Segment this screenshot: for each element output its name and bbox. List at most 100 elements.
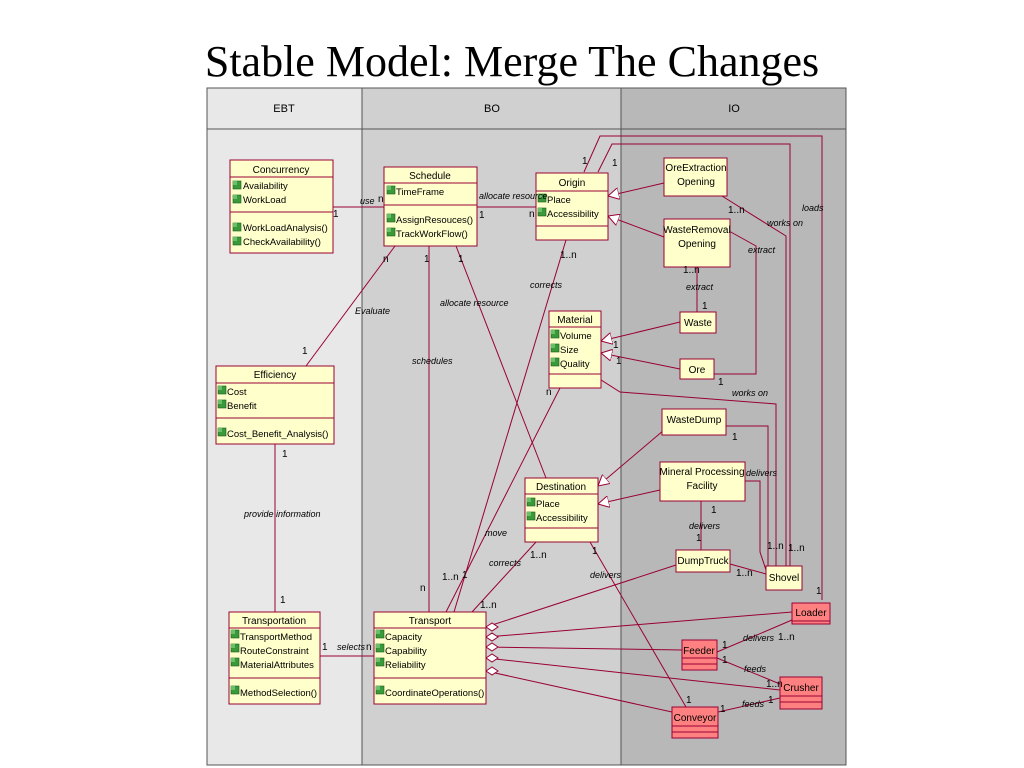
material-name: Material <box>557 315 593 326</box>
concurrency-op: WorkLoadAnalysis() <box>243 223 328 234</box>
gen-oreext-origin <box>608 182 665 196</box>
assoc-label: corrects <box>530 280 563 290</box>
class-transportation: Transportation TransportMethod RouteCons… <box>228 611 321 705</box>
multiplicity: 1 <box>282 449 288 460</box>
assoc-label: delivers <box>746 468 778 478</box>
link-transport-loader <box>485 611 793 638</box>
ore-extraction-name: Opening <box>677 177 715 188</box>
assoc-label: delivers <box>689 521 721 531</box>
class-conveyor: Conveyor <box>671 706 719 739</box>
link-transport-dumptruck <box>485 564 677 628</box>
destination-attr: Accessibility <box>536 513 588 524</box>
dump-truck-name: DumpTruck <box>677 556 729 567</box>
destination-attr: Place <box>536 499 560 510</box>
assoc-label: Evaluate <box>355 306 390 316</box>
multiplicity: 1 <box>702 301 708 312</box>
mineral-processing-name: Facility <box>686 481 717 492</box>
multiplicity: 1 <box>462 570 468 581</box>
transportation-attr: RouteConstraint <box>240 646 309 657</box>
link-dumptruck-shovel <box>729 563 767 575</box>
multiplicity: 1..n <box>778 632 795 643</box>
multiplicity: 1 <box>582 156 588 167</box>
transportation-attr: MaterialAttributes <box>240 660 314 671</box>
class-ore-extraction-opening: OreExtraction Opening <box>663 157 728 197</box>
assoc-label: extract <box>748 245 776 255</box>
class-efficiency: Efficiency Cost Benefit Cost_Benefit_Ana… <box>215 365 335 445</box>
material-attr: Quality <box>560 359 590 370</box>
assoc-label: schedules <box>412 356 453 366</box>
class-transport: Transport Capacity Capability Reliabilit… <box>373 611 487 705</box>
gen-wasteremoval-origin <box>608 216 665 238</box>
assoc-label: extract <box>686 282 714 292</box>
class-concurrency: Concurrency Availability WorkLoad WorkLo… <box>229 159 334 254</box>
multiplicity: 1 <box>686 695 692 706</box>
shovel-name: Shovel <box>769 573 800 584</box>
multiplicity: 1 <box>612 158 618 169</box>
multiplicity: 1..n <box>442 572 459 583</box>
multiplicity: 1 <box>479 210 485 221</box>
multiplicity: 1 <box>613 340 619 351</box>
assoc-label: corrects <box>489 558 522 568</box>
class-waste-removal-opening: WasteRemoval Opening <box>663 218 731 268</box>
multiplicity: 1..n <box>766 679 783 690</box>
class-material: Material Volume Size Quality <box>548 310 602 389</box>
multiplicity: n <box>383 254 389 265</box>
link-loader-feeder <box>716 619 793 653</box>
conveyor-name: Conveyor <box>674 713 717 724</box>
link-feeder-crusher <box>716 657 781 685</box>
assoc-label: works on <box>732 388 768 398</box>
efficiency-op: Cost_Benefit_Analysis() <box>227 429 328 440</box>
waste-dump-name: WasteDump <box>667 415 722 426</box>
assoc-label: selects <box>337 642 366 652</box>
multiplicity: 1 <box>592 546 598 557</box>
multiplicity: 1 <box>302 346 308 357</box>
multiplicity: 1..n <box>736 568 753 579</box>
schedule-attr: TimeFrame <box>396 187 444 198</box>
destination-name: Destination <box>536 482 586 493</box>
multiplicity: 1..n <box>683 265 700 276</box>
gen-wastedump-destination <box>598 429 665 486</box>
class-destination: Destination Place Accessibility <box>524 477 599 543</box>
multiplicity: 1 <box>711 505 717 516</box>
link-origin-shovel <box>597 143 791 566</box>
assoc-label: use <box>360 196 375 206</box>
origin-attr: Accessibility <box>547 209 599 220</box>
multiplicity: 1 <box>732 432 738 443</box>
multiplicities: 1 n 1 n 1 1 1..n 1..n n 1 1 1 1..n 1 1 1… <box>280 156 822 715</box>
assoc-label: move <box>485 528 507 538</box>
assoc-label: allocate resource <box>479 191 548 201</box>
transport-attr: Capability <box>385 646 427 657</box>
feeder-name: Feeder <box>683 646 715 657</box>
link-oreext-shovel <box>721 195 787 566</box>
concurrency-attr: WorkLoad <box>243 195 286 206</box>
efficiency-attr: Cost <box>227 387 247 398</box>
connectors <box>274 135 823 713</box>
material-attr: Volume <box>560 331 592 342</box>
link-origin-loader <box>583 135 823 600</box>
schedule-op: TrackWorkFlow() <box>396 229 468 240</box>
multiplicity: 1..n <box>560 250 577 261</box>
link-transport-feeder <box>485 646 683 651</box>
link-schedule-efficiency <box>305 245 396 367</box>
class-waste: Waste <box>679 311 717 334</box>
link-schedule-destination <box>455 245 547 479</box>
ore-extraction-name: OreExtraction <box>665 163 726 174</box>
link-wastedump-shovel <box>726 425 769 566</box>
class-mineral-processing-facility: Mineral Processing Facility <box>659 461 746 502</box>
multiplicity: 1 <box>816 586 822 597</box>
multiplicity: 1..n <box>767 541 784 552</box>
assoc-label: feeds <box>744 664 767 674</box>
origin-attr: Place <box>547 195 571 206</box>
class-loader: Loader <box>791 602 831 625</box>
link-transport-conveyor <box>485 670 673 713</box>
link-destination-transport <box>471 541 537 613</box>
multiplicity: n <box>546 387 552 398</box>
efficiency-attr: Benefit <box>227 401 257 412</box>
aggregation-diamonds <box>485 622 499 676</box>
link-wasteremoval-ore <box>714 225 757 375</box>
transport-attr: Reliability <box>385 660 426 671</box>
multiplicity: 1 <box>720 704 726 715</box>
concurrency-op: CheckAvailability() <box>243 237 321 248</box>
transportation-name: Transportation <box>242 616 306 627</box>
crusher-name: Crusher <box>783 683 819 694</box>
